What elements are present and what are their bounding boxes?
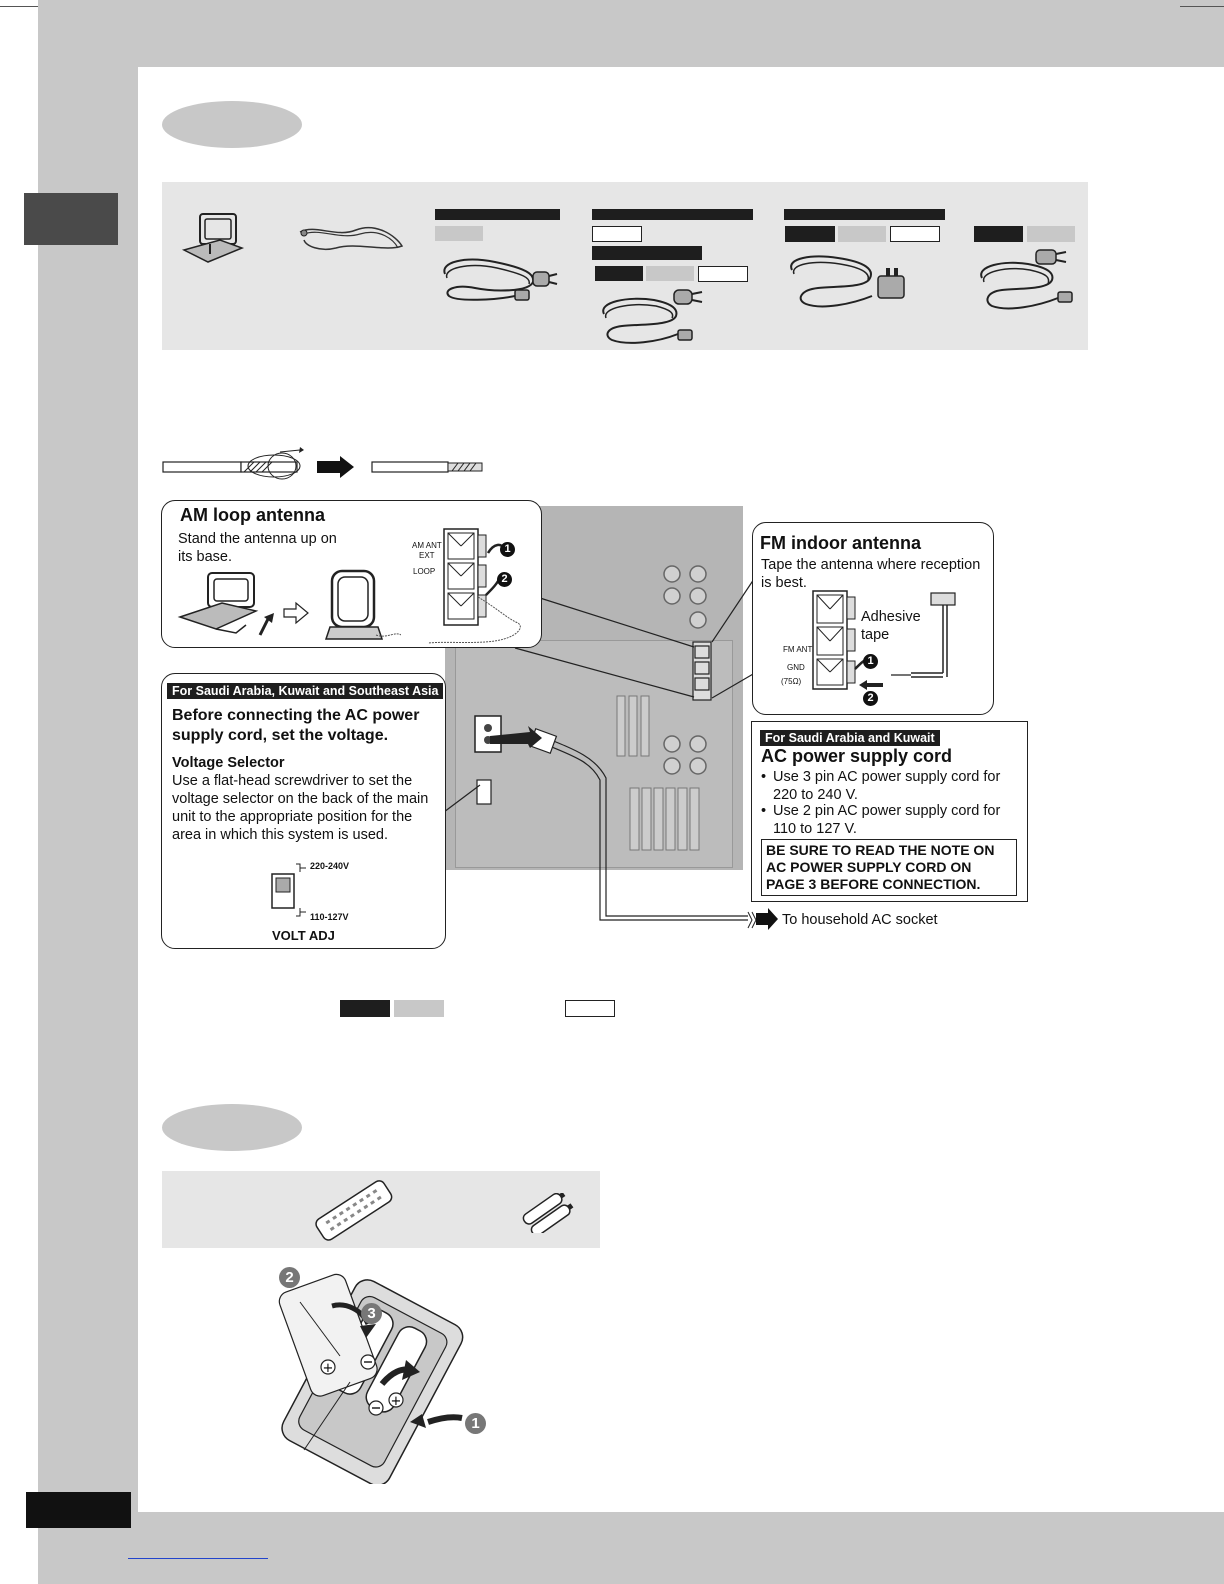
fm-antenna-terminal [812, 590, 956, 690]
ac-power-cord-box: For Saudi Arabia and Kuwait AC power sup… [751, 721, 1028, 902]
rear-panel-terminals [474, 565, 712, 851]
footer-link[interactable] [128, 1558, 268, 1559]
region-tag: For Saudi Arabia and Kuwait [760, 730, 940, 746]
ac-cord-illustration [443, 258, 558, 301]
volt-high-label: 220-240V [310, 861, 350, 871]
label-bar-white [565, 1000, 615, 1017]
ext-label: EXT [419, 551, 435, 560]
battery-insertion-illustration: + + [278, 1273, 464, 1484]
ac-cord-title: AC power supply cord [761, 746, 953, 766]
am-loop-antenna-title: AM loop antenna [180, 505, 325, 525]
step-number-1: 1 [863, 654, 878, 669]
ac-cord-3pin-illustration [790, 255, 905, 308]
label-bar-black [784, 209, 945, 220]
label-bar-gray [435, 226, 483, 241]
label-bar-gray [1027, 226, 1075, 242]
am-loop-antenna-illustration [181, 213, 245, 263]
bullet-text: Use 2 pin AC power supply cord for 110 t… [773, 803, 1001, 837]
svg-text:+: + [323, 1361, 334, 1376]
label-bar-white [592, 226, 642, 242]
label-bar-black [592, 209, 753, 220]
household-socket-label: To household AC socket [782, 912, 938, 928]
ac-cord-bullet-1: • Use 3 pin AC power supply cord for 220… [761, 768, 1023, 804]
ac-cord-2pin-illustration [980, 249, 1073, 310]
label-bar-gray [838, 226, 886, 242]
step-number-3: 3 [361, 1303, 382, 1324]
left-edge [0, 0, 38, 1584]
accessories-panel [162, 182, 1088, 350]
step-number-1: 1 [465, 1413, 486, 1434]
adhesive-tape-label: Adhesive tape [861, 609, 921, 643]
fm-indoor-antenna-text: Tape the antenna where reception is best… [761, 557, 981, 591]
crop-mark-right [1180, 6, 1224, 7]
step-number-2: 2 [497, 572, 512, 587]
label-bar-gray [646, 266, 694, 281]
remote-control-illustration [315, 1180, 393, 1241]
volt-adj-caption: VOLT ADJ [272, 928, 335, 943]
voltage-selector-callout: For Saudi Arabia, Kuwait and Southeast A… [161, 673, 446, 949]
label-bar-black [435, 209, 560, 220]
section-tab [24, 193, 118, 245]
section-header-pill [162, 1104, 302, 1151]
voltage-selector-body: Use a flat-head screwdriver to set the v… [172, 773, 429, 843]
remote-accessories-panel [162, 1171, 600, 1248]
section-header-pill [162, 101, 302, 148]
step-number-2: 2 [863, 691, 878, 706]
volt-adj-switch-illustration [271, 863, 306, 917]
fm-ant-label: FM ANT [783, 645, 813, 654]
label-bar-gray [394, 1000, 444, 1017]
volt-low-label: 110-127V [310, 912, 349, 922]
gnd-label: GND [787, 663, 805, 672]
label-bar-white [890, 226, 940, 242]
voltage-selector-heading: Voltage Selector [172, 755, 285, 771]
am-ant-label: AM ANT [412, 541, 442, 550]
region-tag: For Saudi Arabia, Kuwait and Southeast A… [167, 683, 444, 699]
label-bar-black [974, 226, 1023, 242]
am-loop-antenna-text: Stand the antenna up on its base. [178, 531, 337, 565]
batteries-illustration [522, 1193, 574, 1233]
page-number-tab [26, 1492, 131, 1528]
ac-cord-illustration [602, 289, 703, 344]
label-bar-white [698, 266, 748, 282]
crop-mark-left [0, 6, 38, 7]
am-loop-antenna-callout: AM loop antenna Stand the antenna up on … [161, 500, 542, 648]
label-bar-black [595, 266, 643, 281]
75-ohm-label: (75Ω) [781, 677, 802, 686]
fm-antenna-illustration [299, 226, 404, 251]
ac-cord-warning: BE SURE TO READ THE NOTE ON AC POWER SUP… [761, 839, 1017, 896]
wire-twist-illustration [162, 447, 483, 480]
am-antenna-stand-illustration [177, 569, 401, 640]
left-margin [38, 0, 138, 1584]
fm-indoor-antenna-callout: FM indoor antenna Tape the antenna where… [752, 522, 994, 715]
loop-label: LOOP [413, 567, 436, 576]
voltage-heading: Before connecting the AC power supply co… [172, 707, 420, 744]
label-bar-black [340, 1000, 390, 1017]
label-bar-black [592, 246, 702, 260]
bottom-margin [38, 1512, 1224, 1584]
top-margin [0, 0, 1224, 67]
step-number-2: 2 [279, 1267, 300, 1288]
label-bar-black [785, 226, 835, 242]
callout-lines [443, 569, 778, 930]
step-number-1: 1 [500, 542, 515, 557]
ac-cord-bullet-2: • Use 2 pin AC power supply cord for 110… [761, 802, 1023, 838]
bullet-text: Use 3 pin AC power supply cord for 220 t… [773, 769, 1001, 803]
fm-indoor-antenna-title: FM indoor antenna [760, 533, 921, 553]
svg-text:+: + [391, 1394, 402, 1409]
